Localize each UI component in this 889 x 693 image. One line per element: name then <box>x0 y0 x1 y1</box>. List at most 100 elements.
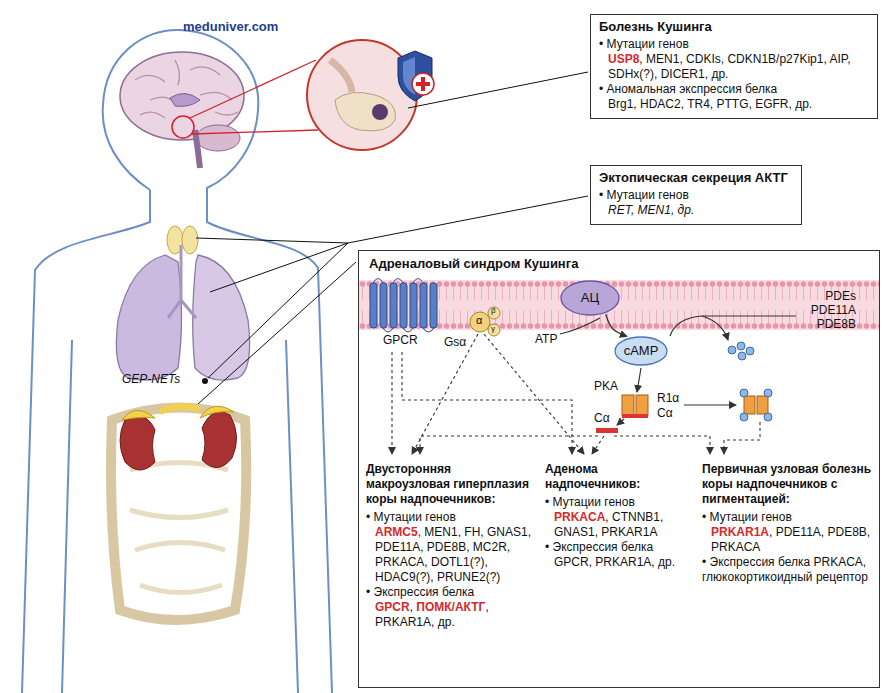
subunit-label: Cα <box>594 412 610 426</box>
illustration-line <box>637 368 641 392</box>
illustration-circle <box>372 104 388 120</box>
illustration-rect <box>757 396 768 414</box>
illustration-path <box>702 316 728 340</box>
illustration-path <box>130 463 228 593</box>
box-text: • Мутации генов <box>366 510 532 525</box>
box-text: • Мутации генов <box>599 37 869 52</box>
illustration-path <box>614 436 710 454</box>
illustration-circle <box>738 352 746 360</box>
subunit-label: Cα <box>657 407 673 421</box>
illustration-circle <box>740 389 748 397</box>
illustration-line <box>190 60 316 118</box>
illustration-line <box>198 262 356 404</box>
illustration-rect <box>636 395 648 415</box>
highlight-gene: PRKAR1A <box>711 525 769 539</box>
illustration-path <box>170 93 200 106</box>
illustration-circle <box>764 413 772 421</box>
watermark: meduniver.com <box>183 20 278 35</box>
info-box: Болезнь Кушинга• Мутации геновUSP8, MEN1… <box>590 14 878 119</box>
illustration-path <box>135 60 238 118</box>
illustration-path <box>670 316 796 336</box>
subunit-label: γ <box>491 324 495 333</box>
illustration-path <box>330 60 352 92</box>
illustration-rect <box>380 283 387 328</box>
box-text: ARMC5, MEN1, FH, GNAS1, PDE11A, PDE8B, M… <box>366 525 532 585</box>
illustration-circle <box>488 324 500 336</box>
illustration-line <box>348 196 588 243</box>
illustration-path <box>22 30 332 693</box>
illustration-rect <box>622 395 634 415</box>
molecule-ellipse: cAMP <box>614 336 668 366</box>
illustration-rect <box>420 283 427 328</box>
illustration-path <box>202 412 237 468</box>
illustration-path <box>373 279 434 333</box>
organ-label: GEP-NETs <box>122 373 180 387</box>
illustration-circle <box>172 116 194 138</box>
illustration-rect <box>596 428 618 433</box>
illustration-circle <box>737 342 745 350</box>
molecule-label: ATP <box>535 333 557 347</box>
illustration-rect <box>416 82 430 86</box>
highlight-gene: GPCR <box>375 600 410 614</box>
illustration-path <box>160 406 200 412</box>
receptor-label: GPCR <box>383 334 418 348</box>
box-text: АЦ <box>581 290 599 306</box>
box-text: RET, MEN1, др. <box>599 203 793 218</box>
panel-box: Адреналовый синдром КушингаАЦcAMPДвустор… <box>358 250 880 688</box>
illustration-rect <box>359 280 879 330</box>
illustration-rect <box>370 283 377 328</box>
subunit-label: β <box>491 306 496 315</box>
highlight-gene: PRKACA <box>554 510 605 524</box>
illustration-circle <box>470 312 490 332</box>
illustration-circle <box>746 347 754 355</box>
highlight-gene: ПОМК/АКТГ <box>416 600 485 614</box>
illustration-ellipse <box>182 226 198 254</box>
text-column: Двусторонняя макроузловая гиперплазия ко… <box>364 462 534 630</box>
illustration-path <box>592 436 604 454</box>
illustration-line <box>208 243 348 378</box>
enzyme-label: PKA <box>594 380 618 394</box>
illustration-ellipse <box>615 337 667 365</box>
box-heading: Первичная узловая болезнь коры надпочечн… <box>702 462 874 507</box>
illustration-rect <box>400 283 407 328</box>
illustration-circle <box>488 307 500 319</box>
illustration-path <box>420 436 598 454</box>
box-heading: Аденома надпочечников: <box>545 462 685 492</box>
box-text: USP8, MEN1, CDKIs, CDKN1B/p27Kip1, AIP, … <box>599 52 869 82</box>
illustration-g <box>370 283 437 328</box>
box-text: • Экспрессия белка <box>545 540 685 555</box>
illustration-rect <box>410 283 417 328</box>
illustration-path <box>402 352 572 454</box>
illustration-ellipse <box>196 125 240 151</box>
illustration-rect <box>622 414 648 418</box>
illustration-circle <box>740 413 748 421</box>
box-text: • Аномальная экспрессия белка <box>599 82 869 97</box>
info-box: Эктопическая секреция АКТГ• Мутации гено… <box>590 165 802 225</box>
illustration-line <box>210 243 348 292</box>
box-text: PRKACA, CTNNB1, GNAS1, PRKAR1A <box>545 510 685 540</box>
highlight-gene: ARMC5 <box>375 525 418 539</box>
illustration-path <box>335 92 395 130</box>
text-column: Первичная узловая болезнь коры надпочечн… <box>700 462 876 585</box>
enzyme-label: PDEs PDE11A PDE8B <box>800 290 856 331</box>
illustration-path <box>116 255 181 380</box>
illustration-rect <box>430 283 437 328</box>
illustration-rect <box>744 396 755 414</box>
box-text: GPCR, PRKAR1A, др. <box>545 555 685 570</box>
illustration-path <box>195 130 200 168</box>
subunit-label: α <box>476 314 482 327</box>
illustration-line <box>617 419 624 425</box>
illustration-rect <box>390 283 397 328</box>
illustration-circle <box>412 73 434 95</box>
illustration-ellipse <box>561 281 619 315</box>
enzyme-ellipse: АЦ <box>560 280 620 316</box>
box-text: • Мутации генов <box>545 495 685 510</box>
box-text: Brg1, HDAC2, TR4, PTTG, EGFR, др. <box>599 97 869 112</box>
illustration-circle <box>728 346 736 354</box>
illustration-path <box>193 255 250 380</box>
box-text: • Мутации генов <box>702 510 874 525</box>
subunit-label: R1α <box>657 392 679 406</box>
illustration-path <box>560 318 600 334</box>
illustration-circle <box>202 378 208 384</box>
illustration-line <box>684 404 736 405</box>
